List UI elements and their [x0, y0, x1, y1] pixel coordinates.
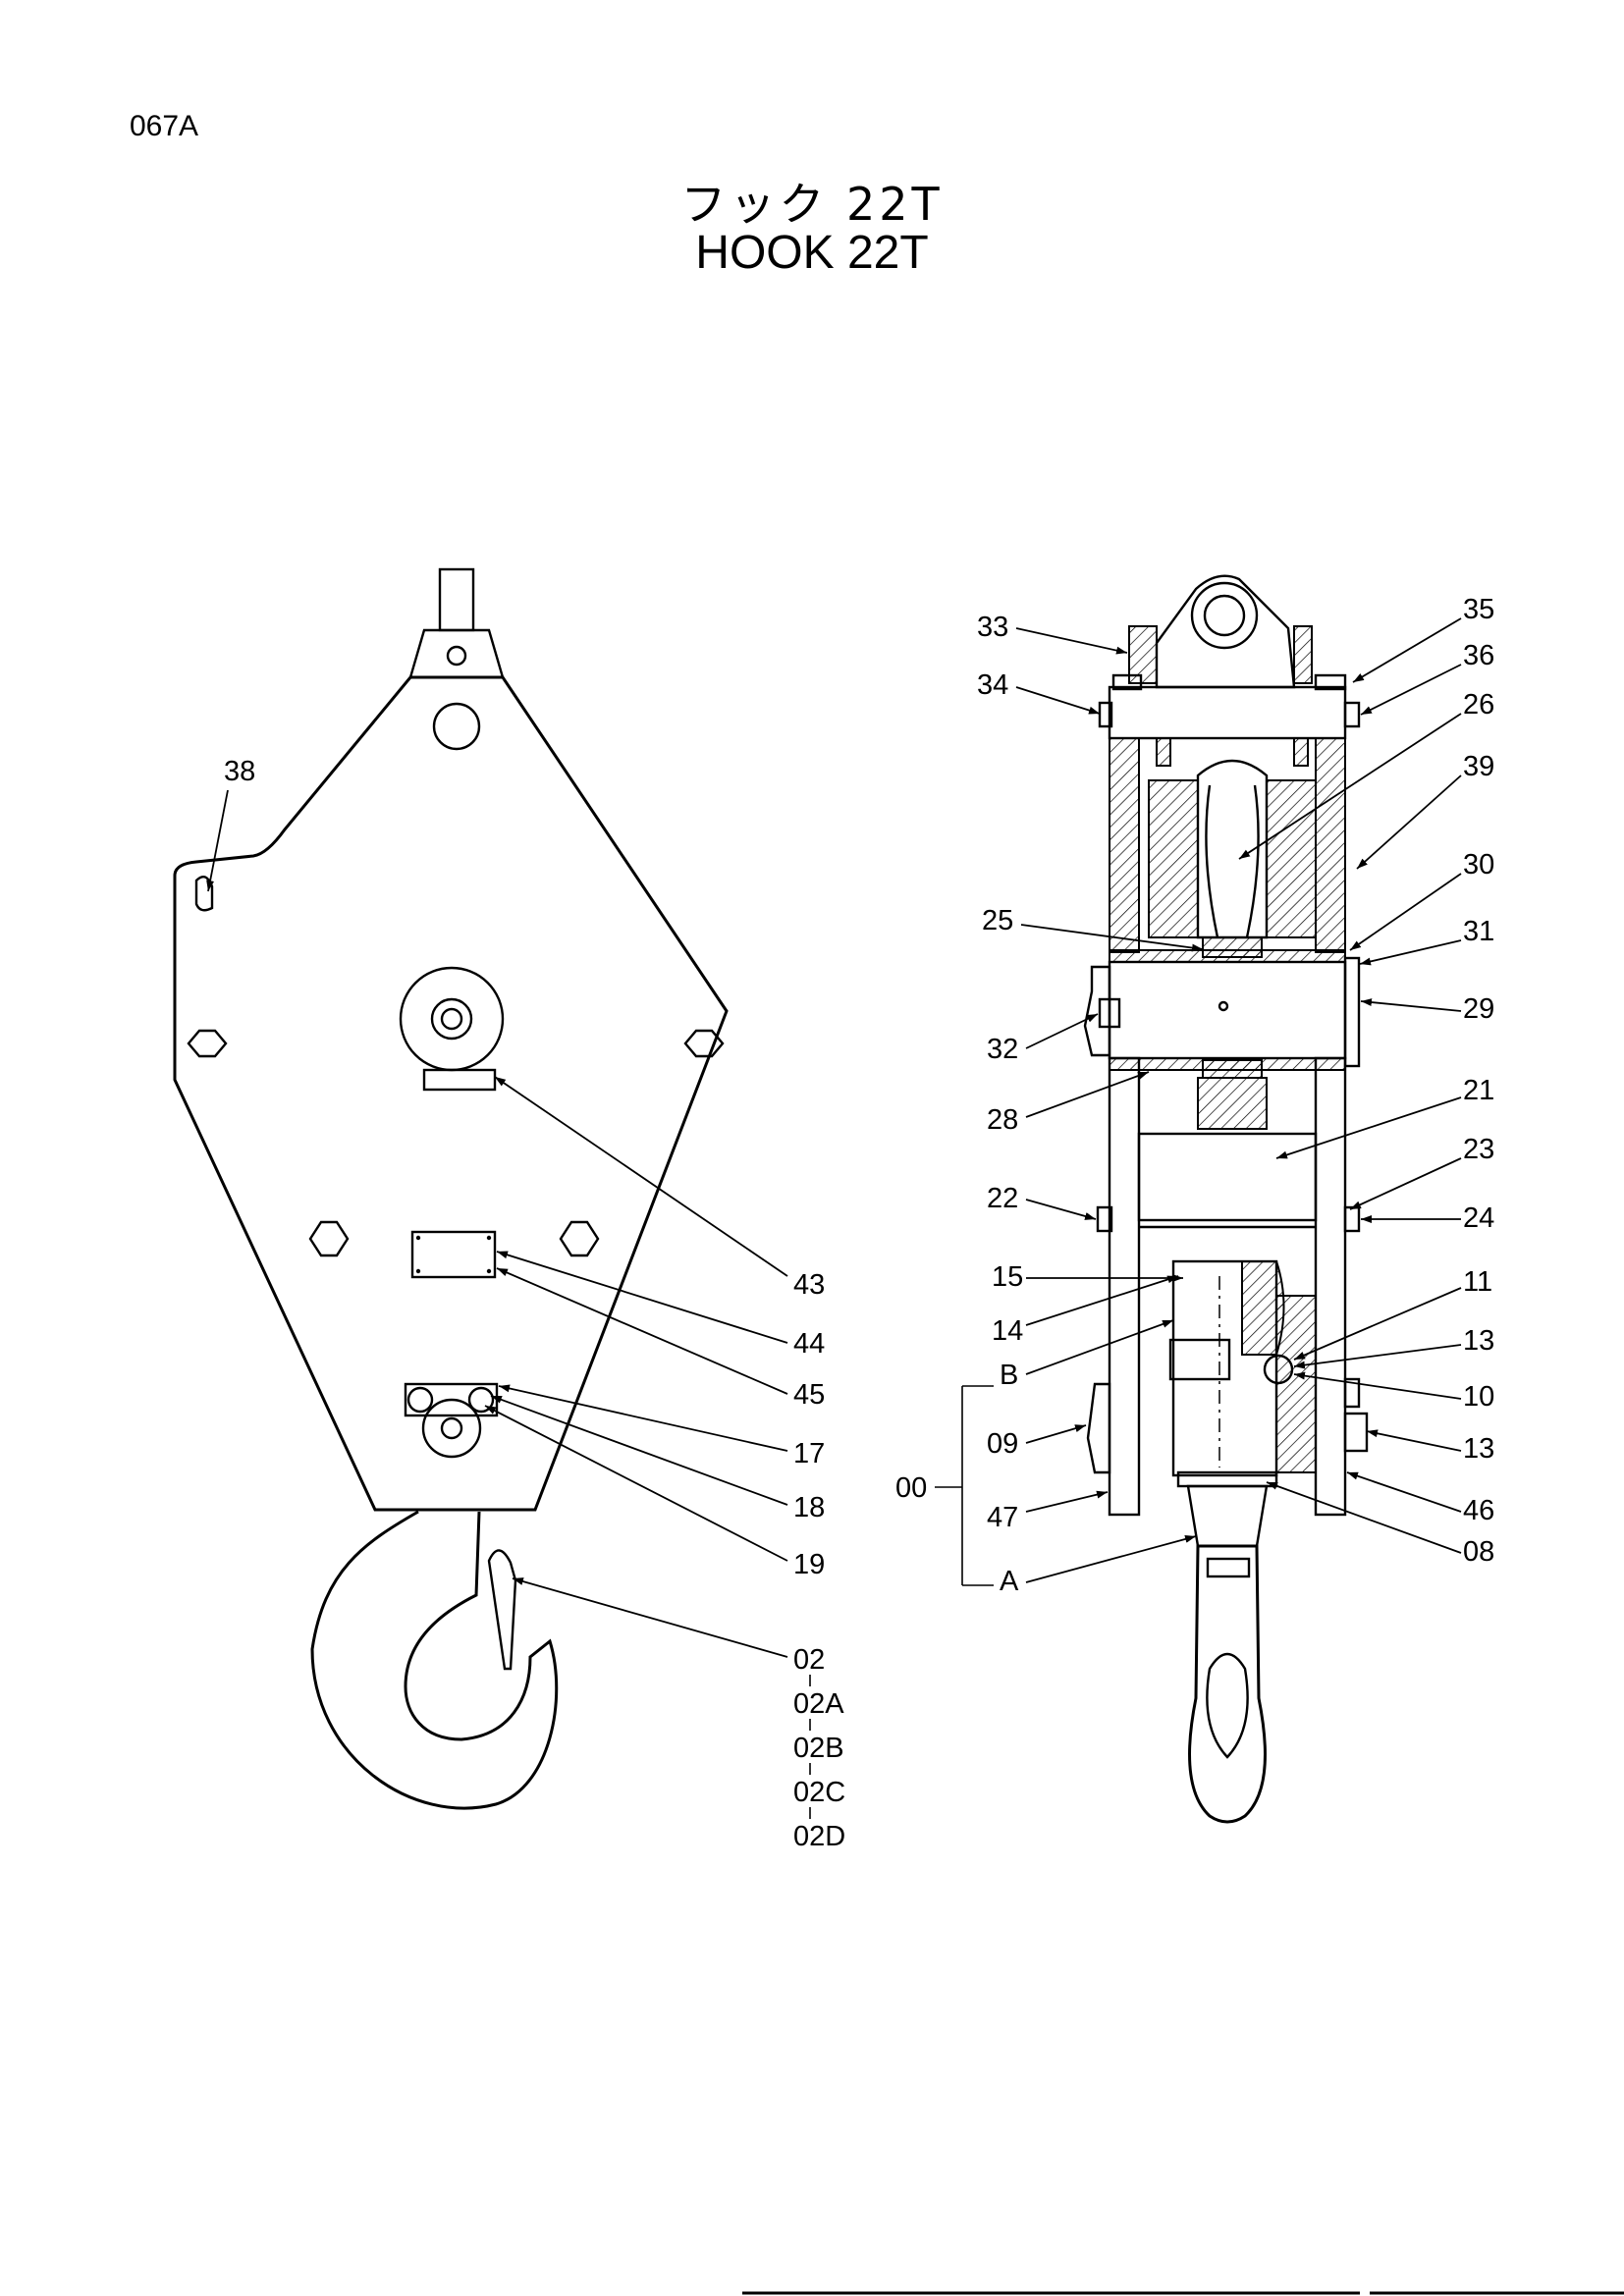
hook-tip-section — [1188, 1544, 1267, 1824]
bolt-lower-right — [559, 1220, 600, 1257]
upper-sheave — [1196, 759, 1269, 939]
callout-B: B — [1000, 1360, 1018, 1391]
top-lug — [438, 567, 475, 632]
callout-35: 35 — [1463, 594, 1494, 625]
side-plate-left — [1109, 737, 1140, 953]
part-21-block — [1137, 1132, 1318, 1222]
sheave-pin-cover — [399, 966, 505, 1072]
plate-hole — [432, 702, 481, 751]
part-32-cap — [1083, 965, 1111, 1057]
part-29-plate — [1343, 956, 1361, 1068]
callout-08: 08 — [1463, 1536, 1494, 1568]
hook-nut — [421, 1398, 482, 1459]
side-plate-right-lower — [1314, 1056, 1347, 1517]
callout-15: 15 — [992, 1261, 1023, 1293]
callout-02: 02 — [793, 1644, 825, 1676]
sheave-hatch-right — [1266, 779, 1317, 938]
callout-22: 22 — [987, 1183, 1018, 1214]
callout-32: 32 — [987, 1034, 1018, 1065]
hook-shank — [1186, 1484, 1269, 1548]
title-japanese: フック 22T — [680, 178, 944, 231]
title-english: HOOK 22T — [695, 227, 929, 279]
hook-latch — [487, 1549, 517, 1671]
callout-45: 45 — [793, 1379, 825, 1411]
callout-39: 39 — [1463, 751, 1494, 782]
sheave-shaft — [1108, 960, 1347, 1060]
callout-09: 09 — [987, 1428, 1018, 1460]
part-38-clip — [194, 875, 214, 912]
callout-30: 30 — [1463, 849, 1494, 881]
lower-sheave — [1197, 1077, 1268, 1130]
callout-18: 18 — [793, 1492, 825, 1523]
callout-23: 23 — [1463, 1134, 1494, 1165]
bolt-left — [187, 1029, 228, 1058]
side-plate-right — [1315, 737, 1346, 953]
callout-24: 24 — [1463, 1202, 1494, 1234]
callout-44: 44 — [793, 1328, 825, 1360]
bolt-right — [683, 1029, 725, 1058]
side-plate-outline — [173, 675, 729, 1512]
bolt-lower-left — [308, 1220, 350, 1257]
callout-43: 43 — [793, 1269, 825, 1301]
callout-34: 34 — [977, 669, 1008, 701]
part-09-nut — [1086, 1382, 1111, 1474]
callout-02C: 02C — [793, 1777, 845, 1808]
callout-13a: 13 — [1463, 1325, 1494, 1357]
callout-00: 00 — [895, 1472, 927, 1504]
callout-02B: 02B — [793, 1733, 844, 1764]
callout-26: 26 — [1463, 689, 1494, 721]
sheave-hatch-left — [1148, 779, 1199, 938]
callout-21: 21 — [1463, 1075, 1494, 1106]
callout-19: 19 — [793, 1549, 825, 1580]
callout-17: 17 — [793, 1438, 825, 1469]
top-shackle — [408, 628, 505, 679]
callout-47: 47 — [987, 1502, 1018, 1533]
callout-33: 33 — [977, 612, 1008, 643]
side-plate-left-lower — [1108, 1056, 1141, 1517]
top-shackle-section — [1155, 574, 1296, 689]
callout-25: 25 — [982, 905, 1013, 936]
hook-block-section-view — [1083, 574, 1369, 1824]
callout-36: 36 — [1463, 640, 1494, 671]
callout-A: A — [1000, 1566, 1019, 1597]
left-callouts: 38 43 44 45 17 18 19 02 02A 02B 02C 02D — [206, 756, 845, 1852]
callout-28: 28 — [987, 1104, 1018, 1136]
part-43-plate — [422, 1068, 497, 1092]
callout-11: 11 — [1463, 1266, 1492, 1298]
callout-38: 38 — [224, 756, 255, 787]
page-code: 067A — [130, 110, 199, 142]
callout-29: 29 — [1463, 993, 1494, 1025]
callout-46: 46 — [1463, 1495, 1494, 1526]
top-cross-pin — [1108, 685, 1347, 740]
name-plate — [410, 1230, 497, 1279]
callout-02A: 02A — [793, 1688, 844, 1720]
hook-body — [310, 1510, 559, 1810]
callout-14: 14 — [992, 1315, 1023, 1347]
right-callouts: 33 34 35 36 26 39 30 31 29 25 32 28 21 2… — [895, 594, 1494, 1597]
callout-31: 31 — [1463, 916, 1494, 947]
callout-13b: 13 — [1463, 1433, 1494, 1465]
hook-block-front-view — [173, 567, 729, 1810]
callout-02D: 02D — [793, 1821, 845, 1852]
callout-10: 10 — [1463, 1381, 1494, 1413]
